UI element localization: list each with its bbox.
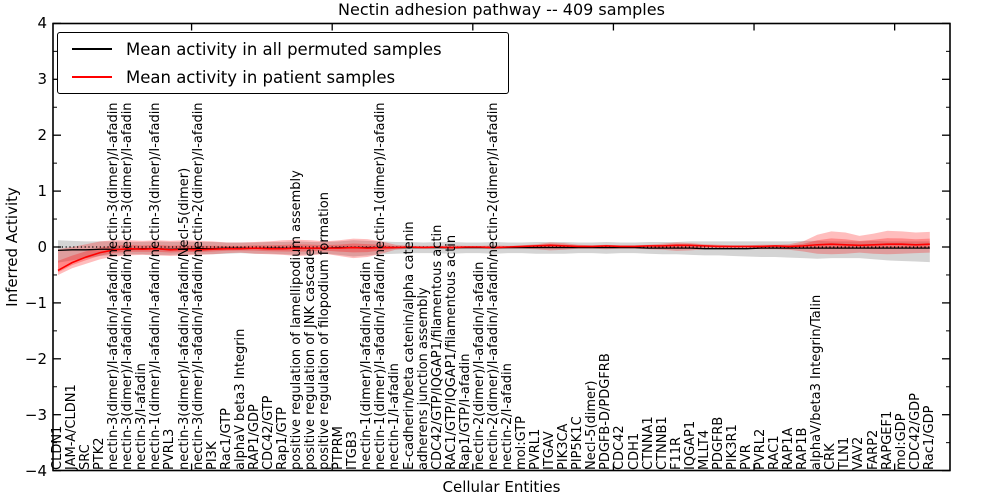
x-category-label: nectin-2(dimer)/I-afadin/I-afadin/nectin… <box>485 102 501 470</box>
x-category-label: PVRL3 <box>162 428 178 470</box>
x-category-label: JAM-A/CLDN1 <box>64 384 80 470</box>
x-category-label: CLDN1 <box>50 425 65 470</box>
x-category-label: CDC42 <box>612 425 628 470</box>
x-category-label: PIK3R1 <box>724 424 740 470</box>
x-category-label: VAV2 <box>851 436 867 470</box>
x-category-label: F11R <box>668 436 684 470</box>
x-category-label: CTNNA1 <box>640 416 656 470</box>
x-category-label: PVRL2 <box>753 428 769 470</box>
y-tick-label: 4 <box>37 14 47 33</box>
y-tick-label: 2 <box>37 126 47 145</box>
legend: Mean activity in all permuted samples Me… <box>57 32 509 94</box>
x-category-label: MLLT4 <box>696 429 712 470</box>
legend-label-permuted: Mean activity in all permuted samples <box>126 39 442 59</box>
chart-title: Nectin adhesion pathway -- 409 samples <box>338 0 665 19</box>
x-category-label: Rac1/GDP <box>921 405 937 470</box>
x-category-label: Rap1/GTP/I-afadin <box>457 353 473 470</box>
x-category-label: nectin-3(dimer)/I-afadin/I-afadin/nectin… <box>190 102 206 470</box>
x-category-label: CDC42/GTP <box>260 395 276 470</box>
x-category-label: nectin-2(dimer)/I-afadin/I-afadin <box>471 261 487 470</box>
x-category-label: positive regulation of lamellipodium ass… <box>289 170 305 470</box>
y-tick-label: 1 <box>37 182 47 201</box>
y-tick-label: −2 <box>24 349 47 368</box>
x-category-label: nectin-1(dimer)/I-afadin/I-afadin/nectin… <box>148 102 164 470</box>
x-category-label: nectin-1/I-afadin <box>387 363 403 470</box>
x-category-label: CDH1 <box>626 432 642 470</box>
x-category-label: FARP2 <box>865 429 881 470</box>
x-category-label: mol:GDP <box>893 413 909 470</box>
x-category-label: E-cadherin/beta catenin/alpha catenin <box>401 221 417 470</box>
x-category-label: PDGFRB <box>710 416 726 470</box>
x-category-label: CTNNB1 <box>654 416 670 470</box>
x-category-label: mol:GTP <box>514 416 530 470</box>
y-tick-label: 3 <box>37 70 47 89</box>
x-category-label: PI3K <box>204 441 220 470</box>
x-category-label: RAP1/GDP <box>246 404 262 470</box>
x-category-label: IQGAP1 <box>682 420 698 470</box>
x-category-label: nectin-2/I-afadin <box>499 363 515 470</box>
x-category-label: PVR <box>739 444 754 470</box>
x-category-label: nectin-3(dimer)/I-afadin/I-afadin/Necl-5… <box>176 167 192 470</box>
x-category-label: Rap1/GTP <box>274 406 290 470</box>
y-tick-labels: 4 3 2 1 0 −1 −2 −3 −4 <box>0 0 47 500</box>
y-tick-label: 0 <box>37 238 47 256</box>
x-category-label: alphaV beta3 Integrin <box>232 328 248 470</box>
x-category-label: RAPGEF1 <box>879 410 895 470</box>
legend-entry-permuted: Mean activity in all permuted samples <box>58 40 508 59</box>
y-tick-label: −3 <box>24 405 47 424</box>
patient-line-swatch <box>72 76 112 78</box>
x-category-label: adherens junction assembly <box>415 287 431 470</box>
x-category-label: CDC42/GDP <box>907 392 923 470</box>
permuted-line-swatch <box>72 48 112 50</box>
legend-entry-patient: Mean activity in patient samples <box>58 68 508 87</box>
x-category-label: PVRL1 <box>528 428 544 470</box>
y-tick-label: −4 <box>24 461 47 480</box>
patient-mean-line <box>57 243 930 272</box>
x-category-label: Rac1/GTP <box>218 408 234 470</box>
x-category-label: positive regulation of JNK cascade <box>303 248 319 470</box>
x-axis-label: Cellular Entities <box>442 478 561 496</box>
legend-label-patient: Mean activity in patient samples <box>126 67 396 87</box>
x-category-label: SRC <box>78 444 94 470</box>
x-category-label: RAC1/GTP/IQGAP1/filamentous actin <box>443 234 459 470</box>
y-tick-label: −1 <box>24 293 47 312</box>
patient-band <box>58 230 930 275</box>
x-category-label: CDC42/GTP/IQGAP1/filamentous actin <box>429 224 445 470</box>
